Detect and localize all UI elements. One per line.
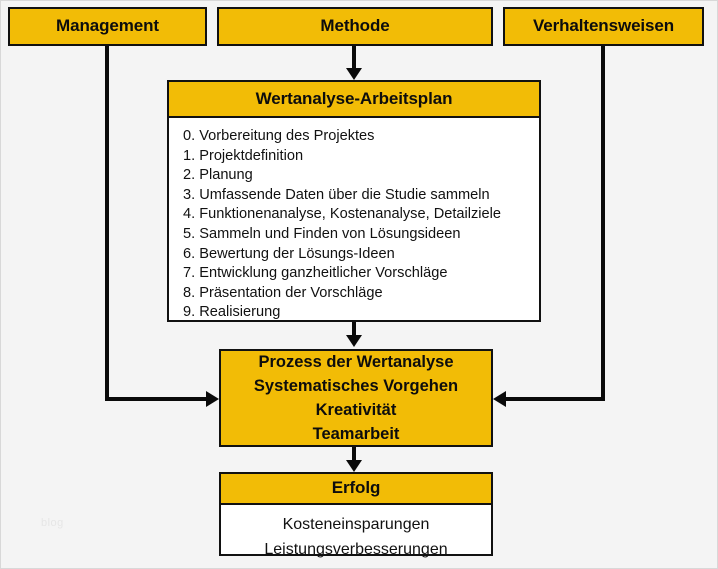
list-item: 7. Entwicklung ganzheitlicher Vorschläge (183, 265, 448, 282)
process-line-1: Prozess der Wertanalyse (258, 353, 454, 371)
result-header-label: Erfolg (331, 478, 381, 498)
list-item: 8. Präsentation der Vorschläge (183, 284, 383, 301)
workplan-header-label: Wertanalyse-Arbeitsplan (255, 88, 453, 108)
list-item: 1. Projektdefinition (183, 147, 304, 164)
connector-management-vertical (105, 46, 109, 401)
arrow-methode-to-workplan (346, 68, 362, 80)
input-box-management[interactable]: Management (8, 7, 207, 46)
process-box-lines: Prozess der Wertanalyse Systematisches V… (221, 350, 491, 446)
list-item: 6. Bewertung der Lösungs-Ideen (183, 245, 395, 262)
process-line-4: Teamarbeit (312, 425, 400, 443)
input-box-verhaltensweisen-label: Verhaltensweisen (532, 16, 675, 36)
list-item: 4. Funktionenanalyse, Kostenanalyse, Det… (183, 206, 502, 223)
connector-methode-vertical (352, 46, 356, 68)
connector-process-to-result-vertical (352, 447, 356, 460)
arrow-management-to-process (206, 391, 219, 407)
result-line-2: Leistungsverbesserungen (264, 541, 448, 558)
connector-management-horizontal (105, 397, 206, 401)
connector-workplan-to-process-vertical (352, 322, 356, 335)
input-box-methode[interactable]: Methode (217, 7, 493, 46)
list-item: 3. Umfassende Daten über die Studie samm… (183, 186, 490, 203)
watermark-text: blog (41, 517, 64, 529)
list-item: 9. Realisierung (183, 304, 281, 321)
connector-verhaltensweisen-vertical (601, 46, 605, 401)
workplan-body: 0. Vorbereitung des Projektes 1. Projekt… (169, 118, 539, 323)
arrow-verhaltensweisen-to-process (493, 391, 506, 407)
result-body: Kosteneinsparungen Leistungsverbesserung… (221, 505, 491, 562)
workplan-panel: Wertanalyse-Arbeitsplan 0. Vorbereitung … (167, 80, 541, 322)
arrow-process-to-result (346, 460, 362, 472)
workplan-header: Wertanalyse-Arbeitsplan (169, 82, 539, 118)
result-header: Erfolg (221, 474, 491, 505)
list-item: 5. Sammeln und Finden von Lösungsideen (183, 225, 461, 242)
input-box-verhaltensweisen[interactable]: Verhaltensweisen (503, 7, 704, 46)
process-box[interactable]: Prozess der Wertanalyse Systematisches V… (219, 349, 493, 447)
process-line-3: Kreativität (315, 401, 397, 419)
list-item: 0. Vorbereitung des Projektes (183, 128, 375, 144)
process-line-2: Systematisches Vorgehen (253, 377, 459, 395)
connector-verhaltensweisen-horizontal (506, 397, 605, 401)
arrow-workplan-to-process (346, 335, 362, 347)
result-panel: Erfolg Kosteneinsparungen Leistungsverbe… (219, 472, 493, 558)
result-line-1: Kosteneinsparungen (282, 516, 430, 533)
workplan-step-list: 0. Vorbereitung des Projektes 1. Projekt… (169, 118, 539, 323)
input-box-methode-label: Methode (320, 16, 390, 36)
result-lines: Kosteneinsparungen Leistungsverbesserung… (221, 505, 491, 562)
input-box-management-label: Management (56, 16, 159, 36)
list-item: 2. Planung (183, 167, 253, 184)
